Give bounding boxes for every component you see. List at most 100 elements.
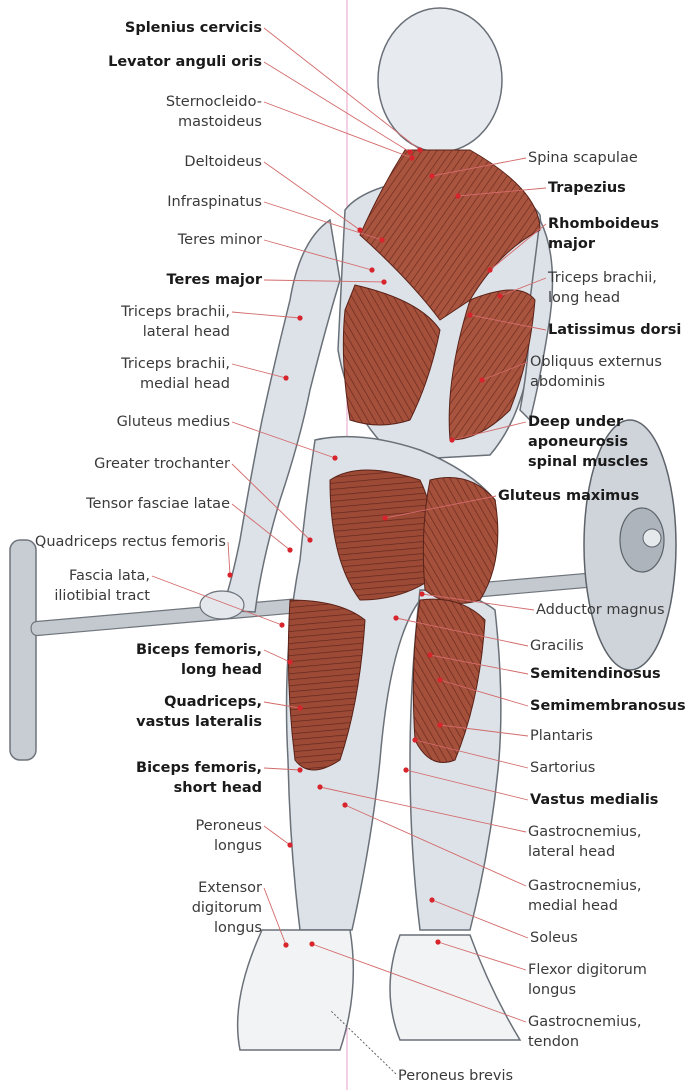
label-triceps-lateral: Triceps brachii,lateral head (121, 302, 230, 342)
dot-sterno (409, 155, 414, 160)
label-sterno: Sternocleido-mastoideus (166, 92, 262, 132)
label-triceps-long: Triceps brachii,long head (548, 268, 657, 308)
label-gracilis: Gracilis (530, 636, 584, 656)
label-spina-line: Spina scapulae (528, 148, 638, 168)
label-latissimus: Latissimus dorsi (548, 320, 681, 340)
label-semimemb-line: Semimembranosus (530, 696, 686, 716)
label-triceps-long-line: Triceps brachii, (548, 268, 657, 288)
dot-teres-minor (369, 267, 374, 272)
label-vastus-medialis-line: Vastus medialis (530, 790, 658, 810)
label-plantaris-line: Plantaris (530, 726, 593, 746)
label-greater-trochanter-line: Greater trochanter (94, 454, 230, 474)
label-obliquus-line: abdominis (530, 372, 662, 392)
dot-semitend (427, 652, 432, 657)
label-gastro-med-line: medial head (528, 896, 641, 916)
label-fascia-lata: Fascia lata,iliotibial tract (54, 566, 150, 606)
label-teres-minor: Teres minor (178, 230, 262, 250)
label-gracilis-line: Gracilis (530, 636, 584, 656)
label-tensor-line: Tensor fasciae latae (86, 494, 230, 514)
label-peroneus-brevis: Peroneus brevis (398, 1066, 513, 1086)
label-infraspinatus-line: Infraspinatus (167, 192, 262, 212)
dot-fascia-lata (279, 622, 284, 627)
label-gastro-med: Gastrocnemius,medial head (528, 876, 641, 916)
label-teres-major: Teres major (167, 270, 262, 290)
label-plantaris: Plantaris (530, 726, 593, 746)
label-trapezius: Trapezius (548, 178, 626, 198)
label-flexor-dig-line: longus (528, 980, 647, 1000)
label-triceps-medial: Triceps brachii,medial head (121, 354, 230, 394)
dot-biceps-long (287, 659, 292, 664)
dot-teres-major (381, 279, 386, 284)
label-triceps-lateral-line: Triceps brachii, (121, 302, 230, 322)
dot-gastro-med (342, 802, 347, 807)
label-adductor: Adductor magnus (536, 600, 665, 620)
label-biceps-short-line: short head (136, 778, 262, 798)
label-deep-spinal-line: spinal muscles (528, 452, 648, 472)
leader-deltoid (264, 162, 360, 230)
label-quad-vastus-lat: Quadriceps,vastus lateralis (136, 692, 262, 732)
dot-gluteus-max (382, 515, 387, 520)
label-gastro-lat: Gastrocnemius,lateral head (528, 822, 641, 862)
leader-peroneus-longus (264, 826, 290, 845)
leader-quad-rectus (228, 542, 230, 575)
dot-soleus (429, 897, 434, 902)
label-biceps-long-line: long head (136, 660, 262, 680)
label-extensor-dig-line: Extensor (192, 878, 262, 898)
label-deep-spinal-line: Deep under (528, 412, 648, 432)
label-gluteus-max: Gluteus maximus (498, 486, 639, 506)
label-extensor-dig-line: longus (192, 918, 262, 938)
label-infraspinatus: Infraspinatus (167, 192, 262, 212)
dot-triceps-medial (283, 375, 288, 380)
label-soleus-line: Soleus (530, 928, 578, 948)
dot-adductor (419, 591, 424, 596)
label-gluteus-medius-line: Gluteus medius (117, 412, 230, 432)
label-obliquus-line: Obliquus externus (530, 352, 662, 372)
label-sartorius: Sartorius (530, 758, 595, 778)
dot-vastus-medialis (403, 767, 408, 772)
dot-trapezius (455, 193, 460, 198)
label-semitend-line: Semitendinosus (530, 664, 661, 684)
label-gastro-tendon-line: Gastrocnemius, (528, 1012, 641, 1032)
label-tensor: Tensor fasciae latae (86, 494, 230, 514)
dot-triceps-long (497, 293, 502, 298)
gluteus-right-muscle (423, 478, 498, 604)
label-levator-line: Levator anguli oris (108, 52, 262, 72)
dot-deltoid (357, 227, 362, 232)
dot-quad-rectus (227, 572, 232, 577)
label-quad-vastus-lat-line: Quadriceps, (136, 692, 262, 712)
label-fascia-lata-line: Fascia lata, (54, 566, 150, 586)
label-gastro-med-line: Gastrocnemius, (528, 876, 641, 896)
label-biceps-short: Biceps femoris,short head (136, 758, 262, 798)
label-triceps-long-line: long head (548, 288, 657, 308)
label-vastus-medialis: Vastus medialis (530, 790, 658, 810)
label-gastro-lat-line: lateral head (528, 842, 641, 862)
label-extensor-dig: Extensordigitorumlongus (192, 878, 262, 938)
hand (200, 591, 244, 619)
label-gastro-tendon-line: tendon (528, 1032, 641, 1052)
dot-gastro-tendon (309, 941, 314, 946)
label-semimemb: Semimembranosus (530, 696, 686, 716)
label-deltoid: Deltoideus (184, 152, 262, 172)
label-trapezius-line: Trapezius (548, 178, 626, 198)
dot-biceps-short (297, 767, 302, 772)
dot-triceps-lateral (297, 315, 302, 320)
label-sterno-line: Sternocleido- (166, 92, 262, 112)
dot-extensor-dig (283, 942, 288, 947)
label-triceps-lateral-line: lateral head (121, 322, 230, 342)
dot-latissimus (467, 312, 472, 317)
label-biceps-long: Biceps femoris,long head (136, 640, 262, 680)
dot-semimemb (437, 677, 442, 682)
dot-sartorius (412, 737, 417, 742)
label-sterno-line: mastoideus (166, 112, 262, 132)
label-latissimus-line: Latissimus dorsi (548, 320, 681, 340)
label-flexor-dig-line: Flexor digitorum (528, 960, 647, 980)
leader-biceps-long (264, 650, 290, 662)
dot-plantaris (437, 722, 442, 727)
dot-greater-trochanter (307, 537, 312, 542)
label-gastro-lat-line: Gastrocnemius, (528, 822, 641, 842)
dot-tensor (287, 547, 292, 552)
label-deep-spinal-line: aponeurosis (528, 432, 648, 452)
